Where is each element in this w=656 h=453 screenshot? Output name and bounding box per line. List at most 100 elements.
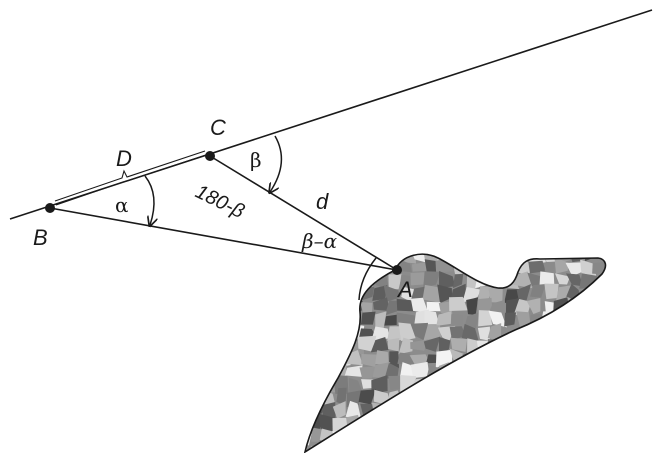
rock-facet (557, 402, 572, 419)
rock-facet (358, 328, 378, 339)
rock-facet (335, 275, 350, 290)
rock-facet (592, 415, 606, 433)
rock-facet (540, 374, 559, 395)
rock-facet (580, 415, 599, 433)
rock-facet (607, 365, 623, 377)
rock-facet (477, 363, 490, 380)
label-baseline-d: D (116, 146, 132, 171)
rock-facet (500, 426, 517, 444)
rock-facet (346, 313, 359, 326)
rock-facet (476, 261, 493, 272)
rock-facet (478, 310, 493, 327)
rock-facet (411, 261, 429, 272)
rock-facet (487, 440, 507, 452)
rock-facet (437, 284, 453, 304)
rock-facet (528, 260, 546, 274)
rock-facet (605, 272, 606, 286)
rock-facet (383, 406, 400, 416)
rock-facet (488, 349, 504, 368)
rock-facet (514, 427, 532, 445)
rock-facet (388, 274, 403, 290)
rock-facet (375, 311, 387, 329)
rock-facet (384, 314, 400, 326)
rock-facet (450, 431, 467, 446)
rock-facet (569, 413, 585, 433)
rock-facet (594, 405, 606, 420)
rock-facet (604, 325, 606, 338)
rock-facet (320, 322, 336, 338)
rock-facet (400, 441, 414, 452)
rock-facet (467, 377, 482, 394)
rock-facet (504, 289, 520, 304)
rock-facet (331, 322, 350, 343)
point-b-dot (45, 203, 55, 213)
rock-facet (305, 363, 313, 380)
rock-facet (567, 406, 585, 421)
rock-facet (502, 335, 519, 351)
rock-facet (539, 271, 555, 288)
rock-facet (450, 337, 468, 352)
rock-facet (592, 309, 606, 328)
rock-facet (389, 414, 404, 430)
rock-facet (410, 431, 429, 444)
rock-facet (449, 326, 466, 341)
rock-facet (396, 432, 414, 446)
rock-facet (554, 273, 571, 285)
rock-facet (542, 440, 555, 452)
rock-facet (322, 443, 336, 452)
rock-facet (409, 254, 426, 263)
rock-facet (320, 402, 336, 419)
rock-facet (487, 259, 505, 278)
rock-facet (461, 362, 478, 379)
rock-facet (371, 375, 388, 394)
rock-facet (581, 403, 599, 420)
rock-facet (383, 284, 400, 302)
rock-facet (474, 349, 494, 368)
rock-facet (319, 287, 335, 300)
rock-facet (424, 259, 440, 275)
rock-facet (333, 440, 350, 452)
rock-facet (305, 288, 311, 303)
rock-facet (567, 387, 583, 405)
alpha-arc (144, 175, 154, 225)
rock-facet (466, 297, 479, 316)
rock-facet (448, 376, 468, 392)
rock-facet (528, 414, 545, 432)
rock-facet (578, 353, 597, 368)
baseline-bracket (54, 150, 207, 206)
rock-facet (552, 376, 570, 391)
rock-facet (488, 414, 506, 433)
rock-facet (422, 284, 442, 304)
rock-facet (449, 296, 468, 311)
rock-facet (310, 350, 320, 366)
rock-facet (604, 286, 606, 301)
rock-facet (448, 362, 468, 380)
rock-facet (475, 413, 493, 430)
rock-facet (305, 389, 312, 403)
rock-facet (436, 311, 452, 326)
rock-facet (423, 271, 441, 288)
rock-facet (501, 349, 518, 365)
rock-facet (449, 414, 469, 432)
rock-facet (541, 427, 558, 441)
rock-outcrop (303, 253, 623, 453)
rock-facet (605, 257, 606, 275)
rock-facet (305, 367, 324, 379)
rock-facet (476, 441, 494, 452)
rock-facet (544, 262, 554, 274)
rock-facet (332, 264, 351, 274)
rock-facet (580, 441, 598, 452)
rock-facet (358, 275, 373, 287)
rock-facet (541, 323, 559, 339)
rock-facet (305, 299, 307, 314)
rock-facet (306, 258, 322, 276)
rock-facet (519, 350, 531, 367)
rock-facet (514, 366, 530, 379)
rock-facet (410, 390, 427, 407)
rock-facet (344, 365, 363, 377)
rock-facet (565, 273, 583, 287)
rock-facet (336, 315, 346, 324)
rock-facet (305, 273, 312, 285)
rock-facet (461, 323, 479, 342)
